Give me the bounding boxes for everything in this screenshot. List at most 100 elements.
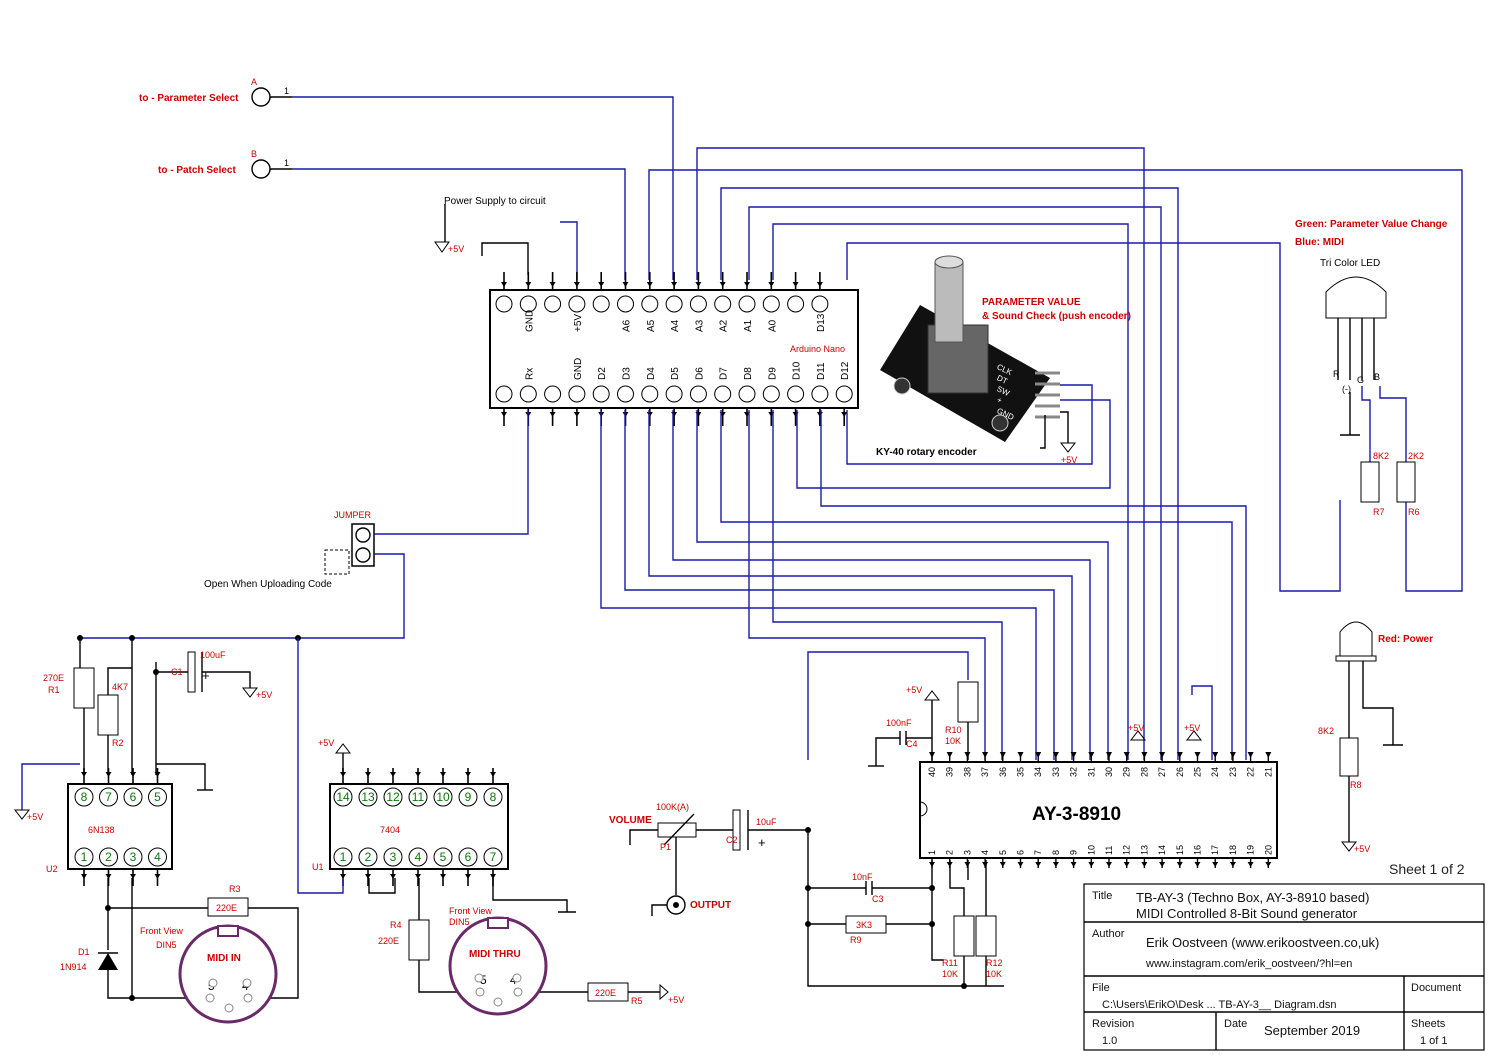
nano-top-pin bbox=[738, 295, 756, 313]
ay-top-pin-number: 37 bbox=[980, 767, 990, 777]
nano-label: Arduino Nano bbox=[790, 344, 845, 354]
nano-top-pin bbox=[592, 295, 610, 313]
ay-bottom-pin-number: 19 bbox=[1246, 845, 1256, 855]
dip-pin bbox=[148, 787, 167, 807]
document-label: Document bbox=[1411, 982, 1461, 994]
svg-text:DIN5: DIN5 bbox=[156, 940, 177, 950]
nano-bottom-pin bbox=[519, 385, 537, 403]
vcc-symbol-ps: +5V bbox=[434, 241, 464, 254]
svg-text:G: G bbox=[1357, 375, 1364, 385]
dip-pin-number: 10 bbox=[436, 790, 450, 804]
ay-top-pin-number: 29 bbox=[1122, 767, 1132, 777]
nano-bottom-pin bbox=[641, 385, 659, 403]
svg-text:+5V: +5V bbox=[1061, 455, 1077, 465]
svg-text:B: B bbox=[1374, 372, 1380, 382]
u2-name: 6N138 bbox=[88, 825, 115, 835]
dip-pin bbox=[458, 787, 478, 807]
dip-pin bbox=[433, 847, 453, 867]
nano-bottom-pin-label: D6 bbox=[694, 367, 705, 380]
svg-text:100nF: 100nF bbox=[886, 718, 912, 728]
sheet-label: Sheet 1 of 2 bbox=[1389, 861, 1465, 877]
nano-bottom-pin-label: D8 bbox=[743, 367, 754, 380]
connector-b: B to - Patch Select 1 bbox=[158, 149, 292, 179]
midi-in-connector: Front View DIN5 MIDI IN 5 4 bbox=[140, 924, 278, 1024]
nano-bottom-pin bbox=[665, 385, 683, 403]
svg-text:Front View: Front View bbox=[140, 926, 183, 936]
dip-pin-number: 11 bbox=[412, 790, 425, 804]
nano-bottom-pin-label: D9 bbox=[767, 367, 778, 380]
svg-text:+5V: +5V bbox=[1354, 844, 1370, 854]
jumper-label: JUMPER bbox=[334, 510, 372, 520]
dip-pin bbox=[99, 787, 118, 807]
connector-a-letter: A bbox=[251, 77, 257, 87]
dip-pin-number: 12 bbox=[386, 790, 400, 804]
wires-top bbox=[292, 96, 1463, 760]
svg-text:R3: R3 bbox=[229, 884, 241, 894]
ay-bottom-pin-number: 5 bbox=[998, 850, 1008, 855]
svg-text:R12: R12 bbox=[986, 958, 1003, 968]
dip-pin bbox=[99, 847, 118, 867]
ay-top-pin-number: 28 bbox=[1139, 767, 1149, 777]
svg-text:(-): (-) bbox=[1342, 384, 1351, 394]
svg-text:220E: 220E bbox=[378, 936, 399, 946]
dip-pin bbox=[123, 847, 143, 867]
nano-bottom-pin bbox=[811, 385, 829, 403]
nano-top-pin-label: A4 bbox=[670, 319, 681, 332]
ay-bottom-pin-number: 16 bbox=[1193, 845, 1203, 855]
dip-pin bbox=[333, 787, 353, 807]
ay-top-pin-number: 23 bbox=[1228, 767, 1238, 777]
power-led: Red: Power 8K2 R8 +5V bbox=[1318, 621, 1433, 854]
title-line2: MIDI Controlled 8-Bit Sound generator bbox=[1136, 906, 1358, 921]
svg-text:R5: R5 bbox=[631, 996, 643, 1006]
ay-bottom-pin-number: 6 bbox=[1016, 850, 1026, 855]
dip-pin-number: 8 bbox=[81, 790, 88, 804]
param-value-label: PARAMETER VALUE bbox=[982, 297, 1081, 308]
svg-text:1: 1 bbox=[284, 158, 289, 168]
svg-text:C4: C4 bbox=[906, 739, 918, 749]
nano-bottom-pin bbox=[762, 385, 780, 403]
svg-text:DIN5: DIN5 bbox=[449, 917, 470, 927]
ay-bottom-pin-number: 14 bbox=[1157, 845, 1167, 855]
u1-name: 7404 bbox=[380, 825, 400, 835]
ay-bottom-pin-number: 3 bbox=[962, 850, 972, 855]
connector-b-letter: B bbox=[251, 149, 257, 159]
dip-pin-number: 9 bbox=[465, 790, 472, 804]
dip-pin-number: 1 bbox=[340, 850, 347, 864]
nano-bottom-pin-label: Rx bbox=[524, 368, 535, 380]
ay-bottom-pin-number: 12 bbox=[1122, 845, 1132, 855]
ay-top-pin-number: 30 bbox=[1104, 767, 1114, 777]
dip-pin bbox=[74, 787, 94, 807]
dip-pin bbox=[383, 787, 403, 807]
dip-pin bbox=[433, 787, 453, 807]
dip-pin-number: 4 bbox=[154, 850, 161, 864]
ay-bottom-pin-number: 10 bbox=[1086, 845, 1096, 855]
author-line2: www.instagram.com/erik_oostveen/?hl=en bbox=[1145, 958, 1352, 970]
svg-text:R1: R1 bbox=[48, 685, 60, 695]
ay-support: +5V R10 10K 100nF C4 +5V +5V 10nF C3 3K3… bbox=[807, 681, 1213, 987]
ay-top-pin-number: 38 bbox=[962, 767, 972, 777]
ay-top-pin-number: 39 bbox=[945, 767, 955, 777]
svg-text:+5V: +5V bbox=[448, 244, 464, 254]
dip-pin-number: 13 bbox=[361, 790, 375, 804]
ay-bottom-pin-number: 20 bbox=[1263, 845, 1273, 855]
nano-bottom-pin-label: D3 bbox=[622, 367, 633, 380]
midi-thru-label: MIDI THRU bbox=[469, 949, 521, 960]
dip-pin bbox=[408, 787, 428, 807]
svg-text:D1: D1 bbox=[78, 947, 90, 957]
title-block: Title TB-AY-3 (Techno Box, AY-3-8910 bas… bbox=[1083, 883, 1485, 1051]
svg-text:R: R bbox=[1333, 369, 1340, 379]
ay-bottom-pin-number: 17 bbox=[1210, 845, 1220, 855]
ay-bottom-pin-number: 13 bbox=[1139, 845, 1149, 855]
svg-text:R9: R9 bbox=[850, 935, 862, 945]
connector-a-label: to - Parameter Select bbox=[139, 93, 239, 104]
dip-pin bbox=[483, 787, 503, 807]
volume-label: VOLUME bbox=[609, 815, 652, 826]
nano-bottom-pin bbox=[568, 385, 586, 403]
svg-text:220E: 220E bbox=[595, 988, 616, 998]
volume-output: VOLUME 100K(A) P1 OUTPUT 10uF C2 + bbox=[609, 802, 967, 989]
ay-top-pin-number: 34 bbox=[1033, 767, 1043, 777]
nano-top-pin bbox=[495, 295, 513, 313]
svg-text:+5V: +5V bbox=[27, 812, 43, 822]
author-line1: Erik Oostveen (www.erikoostveen.co,uk) bbox=[1146, 935, 1379, 950]
